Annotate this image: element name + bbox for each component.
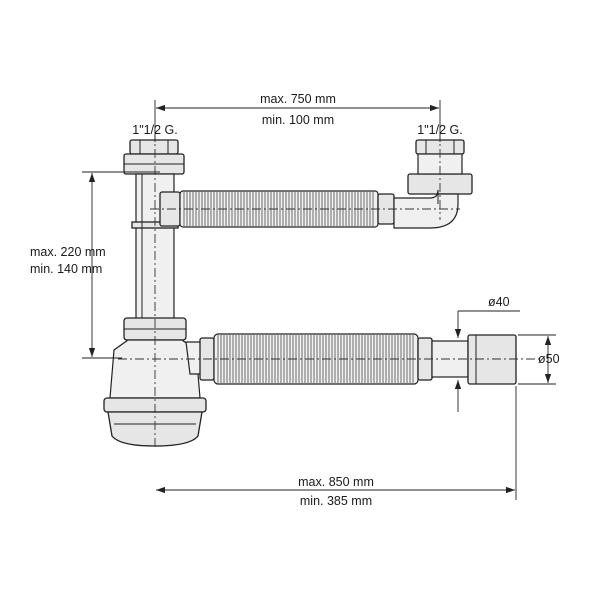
upper-flexible-hose (159, 190, 395, 228)
top-dimension: max. 750 mm min. 100 mm (154, 92, 441, 142)
dia40-label: ø40 (488, 295, 510, 309)
outlet-tube (431, 334, 517, 385)
centerlines (118, 132, 540, 450)
right-thread-label: 1"1/2 G. (417, 123, 462, 137)
trap-body (103, 317, 213, 447)
top-max-label: max. 750 mm (260, 92, 336, 106)
left-thread-label: 1"1/2 G. (132, 123, 177, 137)
dia50-label: ø50 (538, 352, 560, 366)
right-inlet-connector (393, 139, 473, 229)
side-min-label: min. 140 mm (30, 262, 102, 276)
thread-annotations: 1"1/2 G. 1"1/2 G. (132, 123, 462, 137)
left-inlet-connector (123, 139, 185, 175)
dia40-dimension: ø40 (454, 295, 520, 412)
bottom-max-label: max. 850 mm (298, 475, 374, 489)
dia50-dimension: ø50 (518, 334, 560, 385)
side-max-label: max. 220 mm (30, 245, 106, 259)
bottom-dimension: max. 850 mm min. 385 mm (156, 386, 517, 508)
top-min-label: min. 100 mm (262, 113, 334, 127)
side-dimension: max. 220 mm min. 140 mm (30, 171, 160, 359)
bottom-min-label: min. 385 mm (300, 494, 372, 508)
